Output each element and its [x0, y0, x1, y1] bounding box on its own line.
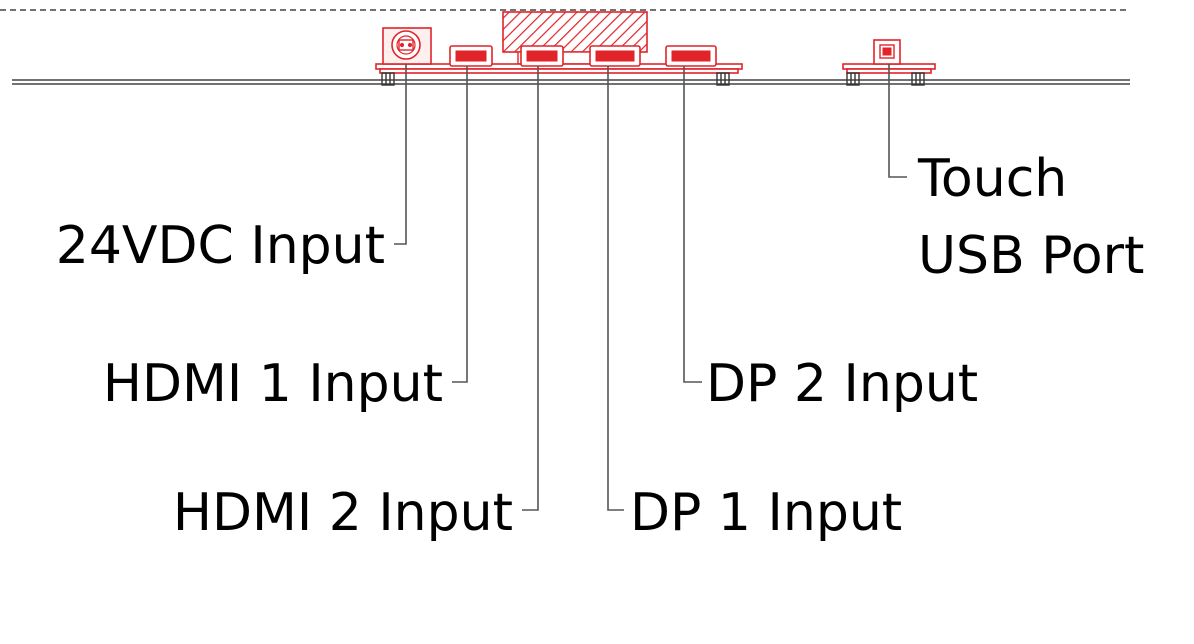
leader-touch	[888, 64, 907, 178]
label-usb-port: USB Port	[918, 226, 1144, 286]
label-dp-1-input: DP 1 Input	[630, 483, 902, 543]
leader-power	[394, 64, 407, 245]
main-board	[375, 63, 743, 86]
displayport-1-icon	[589, 45, 641, 67]
panel-edge	[12, 79, 1130, 85]
label-hdmi-1-input: HDMI 1 Input	[103, 354, 443, 414]
leader-dp1	[607, 66, 624, 511]
label-24vdc-input: 24VDC Input	[56, 216, 385, 276]
leader-dp2	[683, 66, 702, 383]
hdmi-2-port-icon	[520, 45, 564, 67]
label-hdmi-2-input: HDMI 2 Input	[173, 483, 513, 543]
displayport-2-icon	[665, 45, 717, 67]
label-dp-2-input: DP 2 Input	[706, 354, 978, 414]
dc-power-jack-icon	[382, 27, 432, 65]
usb-b-port-icon	[873, 39, 901, 65]
leader-hdmi2	[522, 66, 539, 511]
leader-lines	[394, 64, 907, 511]
leader-hdmi1	[452, 66, 468, 383]
hdmi-1-port-icon	[449, 45, 493, 67]
label-touch: Touch	[917, 149, 1067, 209]
